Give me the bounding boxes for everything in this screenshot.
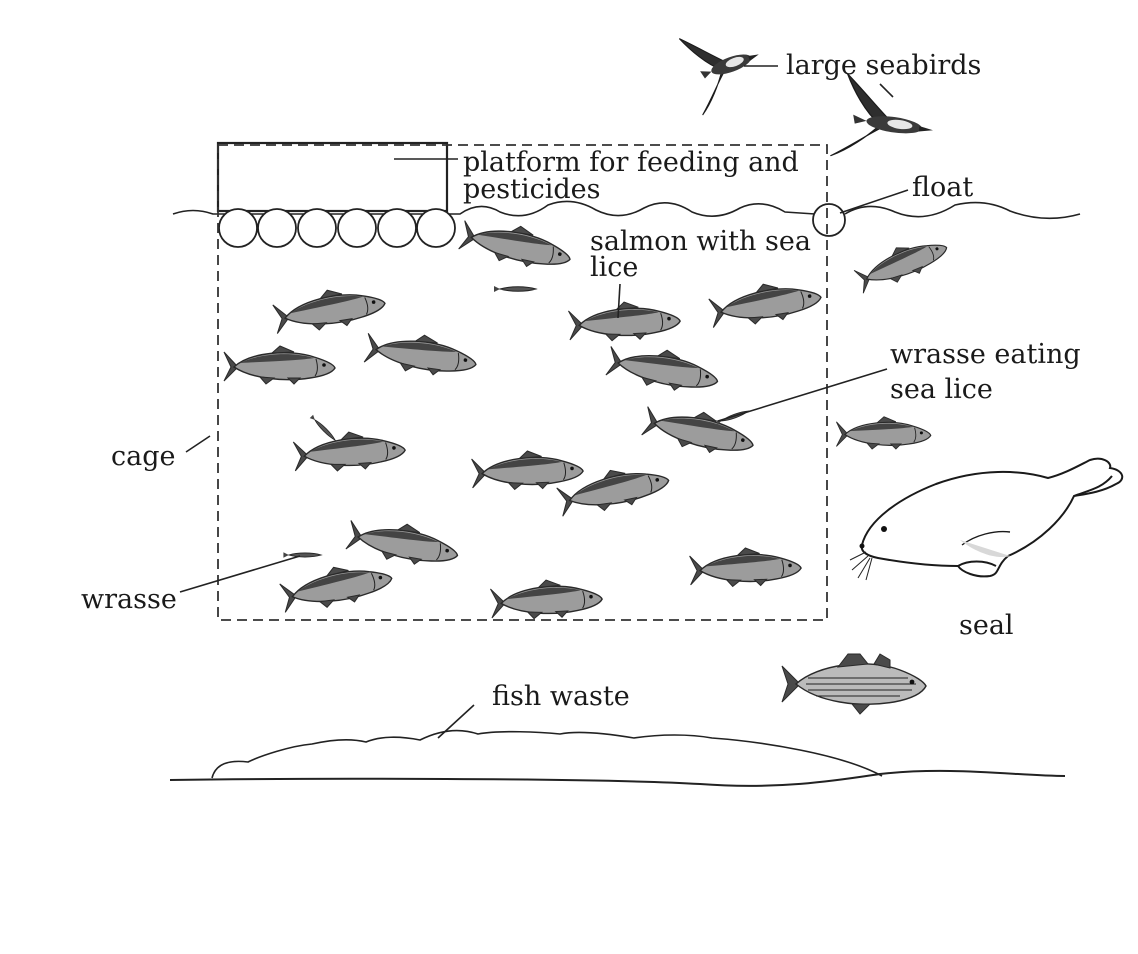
- salmon-icon: [707, 274, 825, 332]
- leader-lines: [179, 65, 909, 739]
- wrasse-icon: [493, 285, 537, 293]
- fish-waste-mound: [211, 729, 883, 779]
- feeding-platform: [216, 141, 449, 213]
- salmon-icon: [688, 545, 803, 589]
- seabed-line: [169, 769, 1066, 787]
- wild-fish-icon: [781, 653, 927, 715]
- wild-fish-icon: [851, 229, 953, 297]
- seal-icon: [860, 457, 1124, 578]
- wrasse-icon: [282, 551, 322, 559]
- salmon-icon: [292, 427, 407, 475]
- label-wrasse: wrasse: [81, 584, 177, 615]
- float-icon: [812, 203, 846, 237]
- salmon-icon: [457, 214, 576, 276]
- wild-fish-icon: [835, 416, 932, 450]
- seal-whiskers: [849, 551, 873, 581]
- label-salmon-line1: salmon with sea: [590, 226, 811, 257]
- label-wrasse-eating-line1: wrasse eating: [890, 339, 1081, 370]
- label-platform-line1: platform for feeding and: [463, 147, 799, 178]
- salmon-icon: [344, 513, 462, 572]
- salmon-icon: [470, 448, 585, 492]
- salmon-icon: [567, 298, 682, 344]
- label-fish-waste: fish waste: [492, 681, 630, 712]
- salmon-icon: [604, 339, 722, 398]
- salmon-icon: [271, 280, 389, 338]
- cage-net: [217, 144, 828, 621]
- salmon-icon: [489, 576, 604, 622]
- label-salmon-line2: lice: [590, 252, 638, 283]
- salmon-icon: [277, 556, 396, 617]
- salmon-icon: [640, 400, 759, 462]
- label-platform-line2: pesticides: [463, 174, 600, 205]
- label-large-seabirds: large seabirds: [786, 50, 981, 81]
- label-wrasse-eating-line2: sea lice: [890, 374, 993, 405]
- salmon-icon: [363, 326, 480, 382]
- label-float: float: [912, 172, 973, 203]
- salmon-icon: [223, 345, 336, 385]
- water-surface: [172, 200, 1081, 220]
- seabird-icon: [829, 72, 940, 171]
- seabird-icon: [674, 14, 773, 116]
- label-seal: seal: [959, 610, 1014, 641]
- label-cage: cage: [111, 441, 175, 472]
- wrasse-icon: [309, 414, 338, 443]
- platform-floats: [218, 208, 456, 248]
